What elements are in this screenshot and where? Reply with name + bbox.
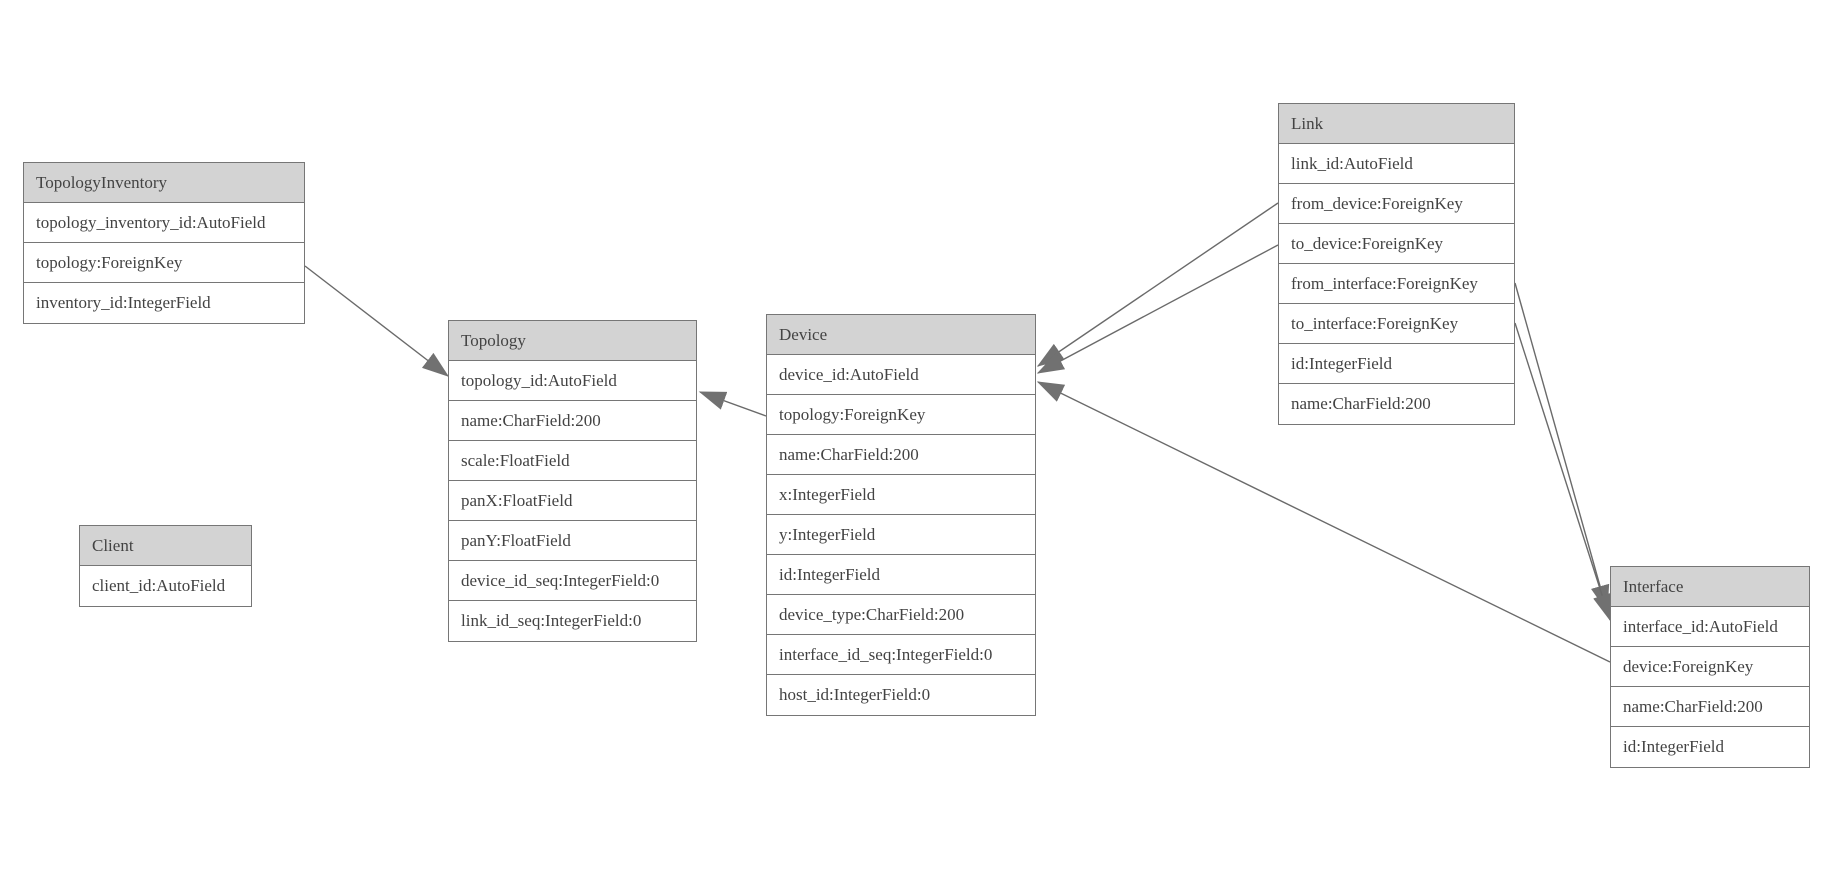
field-row-topology_id: topology_id:AutoField: [449, 361, 696, 401]
field-row-to_interface: to_interface:ForeignKey: [1279, 304, 1514, 344]
field-row-client_id: client_id:AutoField: [80, 566, 251, 606]
table-header-topologyinventory: TopologyInventory: [24, 163, 304, 203]
field-row-interface_id: interface_id:AutoField: [1611, 607, 1809, 647]
field-row-id: id:IntegerField: [767, 555, 1035, 595]
field-row-to_device: to_device:ForeignKey: [1279, 224, 1514, 264]
field-row-name: name:CharField:200: [767, 435, 1035, 475]
field-row-x: x:IntegerField: [767, 475, 1035, 515]
field-row-link_id_seq: link_id_seq:IntegerField:0: [449, 601, 696, 641]
field-row-from_interface: from_interface:ForeignKey: [1279, 264, 1514, 304]
field-row-name: name:CharField:200: [449, 401, 696, 441]
field-row-device: device:ForeignKey: [1611, 647, 1809, 687]
edge-link-from_device-to-device: [1036, 202, 1279, 367]
table-header-interface: Interface: [1611, 567, 1809, 607]
field-row-topology: topology:ForeignKey: [767, 395, 1035, 435]
edge-topologyinventory-topology-to-topology: [304, 265, 450, 377]
table-header-client: Client: [80, 526, 251, 566]
field-row-device_id: device_id:AutoField: [767, 355, 1035, 395]
field-row-name: name:CharField:200: [1611, 687, 1809, 727]
field-row-y: y:IntegerField: [767, 515, 1035, 555]
field-row-topology: topology:ForeignKey: [24, 243, 304, 283]
field-row-link_id: link_id:AutoField: [1279, 144, 1514, 184]
edge-interface-device-to-device: [1036, 381, 1611, 663]
edge-link-from_interface-to-interface: [1514, 282, 1610, 613]
field-row-inventory_id: inventory_id:IntegerField: [24, 283, 304, 323]
field-row-device_id_seq: device_id_seq:IntegerField:0: [449, 561, 696, 601]
edge-link-to_interface-to-interface: [1514, 322, 1612, 622]
field-row-device_type: device_type:CharField:200: [767, 595, 1035, 635]
field-row-panX: panX:FloatField: [449, 481, 696, 521]
field-row-panY: panY:FloatField: [449, 521, 696, 561]
table-header-topology: Topology: [449, 321, 696, 361]
edge-link-to_device-to-device: [1036, 244, 1279, 374]
table-header-link: Link: [1279, 104, 1514, 144]
field-row-id: id:IntegerField: [1279, 344, 1514, 384]
field-row-topology_inventory_id: topology_inventory_id:AutoField: [24, 203, 304, 243]
field-row-interface_id_seq: interface_id_seq:IntegerField:0: [767, 635, 1035, 675]
edge-device-topology-to-topology: [698, 391, 767, 417]
field-row-name: name:CharField:200: [1279, 384, 1514, 424]
field-row-id: id:IntegerField: [1611, 727, 1809, 767]
field-row-host_id: host_id:IntegerField:0: [767, 675, 1035, 715]
table-header-device: Device: [767, 315, 1035, 355]
field-row-scale: scale:FloatField: [449, 441, 696, 481]
field-row-from_device: from_device:ForeignKey: [1279, 184, 1514, 224]
